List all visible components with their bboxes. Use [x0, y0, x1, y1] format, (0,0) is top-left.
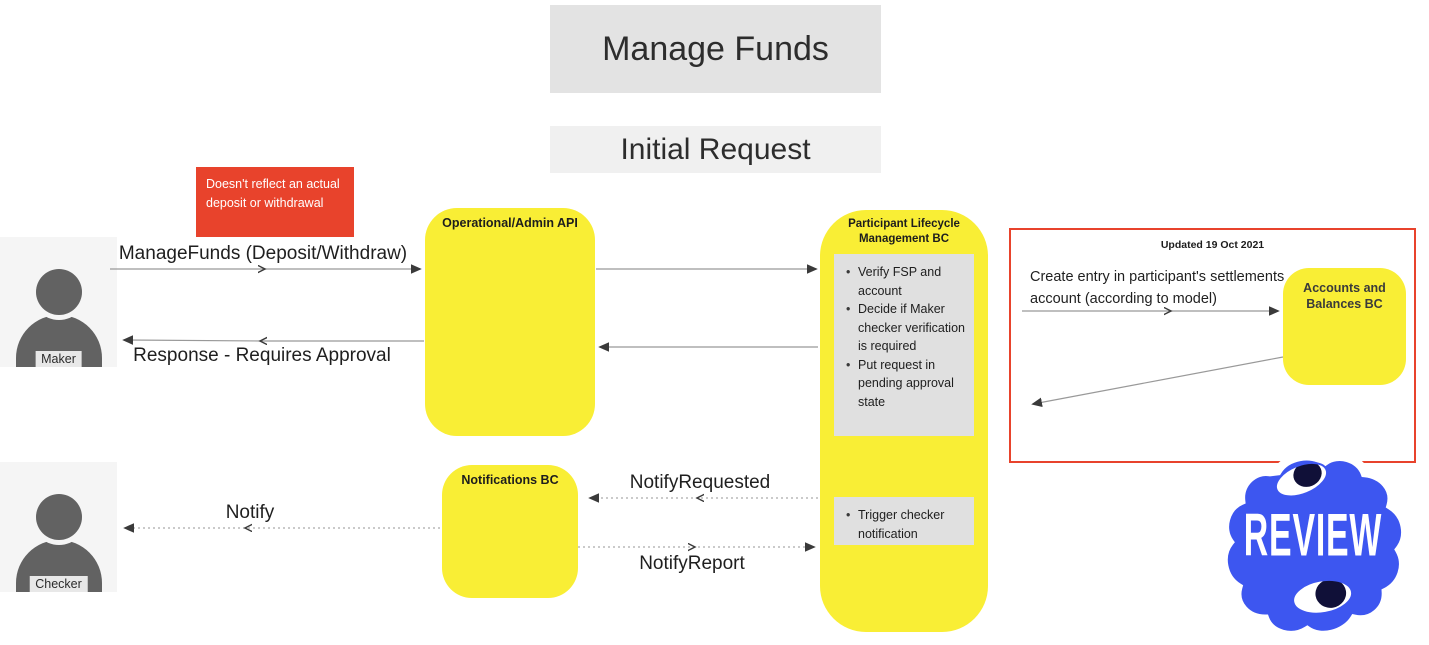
plm-task-list-2: Trigger checker notification: [834, 497, 974, 545]
label-notify-report: NotifyReport: [639, 553, 745, 574]
review-sticker: REVIEW: [1213, 448, 1413, 640]
box-accounts-balances-bc: Accounts and Balances BC: [1283, 268, 1406, 385]
review-panel: Updated 19 Oct 2021 Create entry in part…: [1009, 228, 1416, 463]
note-doesnt-reflect: Doesn't reflect an actual deposit or wit…: [196, 167, 354, 237]
sticker-bottom-eye-icon: [1292, 578, 1354, 615]
banner-initial-request-label: Initial Request: [620, 132, 811, 166]
plm-task-list-1: Verify FSP and account Decide if Maker c…: [834, 254, 974, 436]
actor-checker-label: Checker: [29, 576, 88, 592]
label-notify-requested: NotifyRequested: [629, 472, 771, 493]
actor-maker-label: Maker: [35, 351, 82, 367]
plm-task-item: Decide if Maker checker verification is …: [842, 300, 968, 356]
banner-manage-funds: Manage Funds: [550, 5, 881, 93]
box-accounts-balances-bc-title: Accounts and Balances BC: [1303, 281, 1386, 312]
sticker-top-eye-icon: [1275, 461, 1328, 498]
person-head-icon: [35, 269, 82, 315]
label-notify: Notify: [225, 502, 275, 523]
sticker-blob: [1219, 451, 1410, 640]
box-operational-admin-api: Operational/Admin API: [425, 208, 595, 436]
box-participant-lifecycle-bc: Participant Lifecycle Management BC Veri…: [820, 210, 988, 632]
box-operational-admin-api-title: Operational/Admin API: [442, 216, 578, 230]
banner-manage-funds-label: Manage Funds: [602, 29, 829, 68]
label-manage-funds: ManageFunds (Deposit/Withdraw): [118, 243, 408, 264]
arrow-accounts-return: [1031, 356, 1284, 408]
actor-maker: Maker: [0, 237, 117, 367]
person-head-icon: [35, 494, 82, 540]
plm-task-item: Verify FSP and account: [842, 263, 968, 300]
box-notifications-bc: Notifications BC: [442, 465, 578, 598]
plm-task-item: Trigger checker notification: [842, 506, 968, 543]
arrow-response: [124, 340, 424, 341]
box-notifications-bc-title: Notifications BC: [461, 473, 559, 487]
actor-checker: Checker: [0, 462, 117, 592]
create-entry-label: Create entry in participant's settlement…: [1030, 269, 1285, 308]
label-response: Response - Requires Approval: [133, 345, 391, 366]
plm-task-item: Put request in pending approval state: [842, 356, 968, 412]
box-participant-lifecycle-bc-title: Participant Lifecycle Management BC: [848, 218, 960, 245]
updated-date-label: Updated 19 Oct 2021: [1160, 239, 1265, 251]
note-doesnt-reflect-text: Doesn't reflect an actual deposit or wit…: [206, 177, 340, 210]
review-sticker-text: REVIEW: [1244, 502, 1382, 569]
review-sticker-icon: REVIEW: [1219, 451, 1410, 640]
banner-initial-request: Initial Request: [550, 126, 881, 173]
